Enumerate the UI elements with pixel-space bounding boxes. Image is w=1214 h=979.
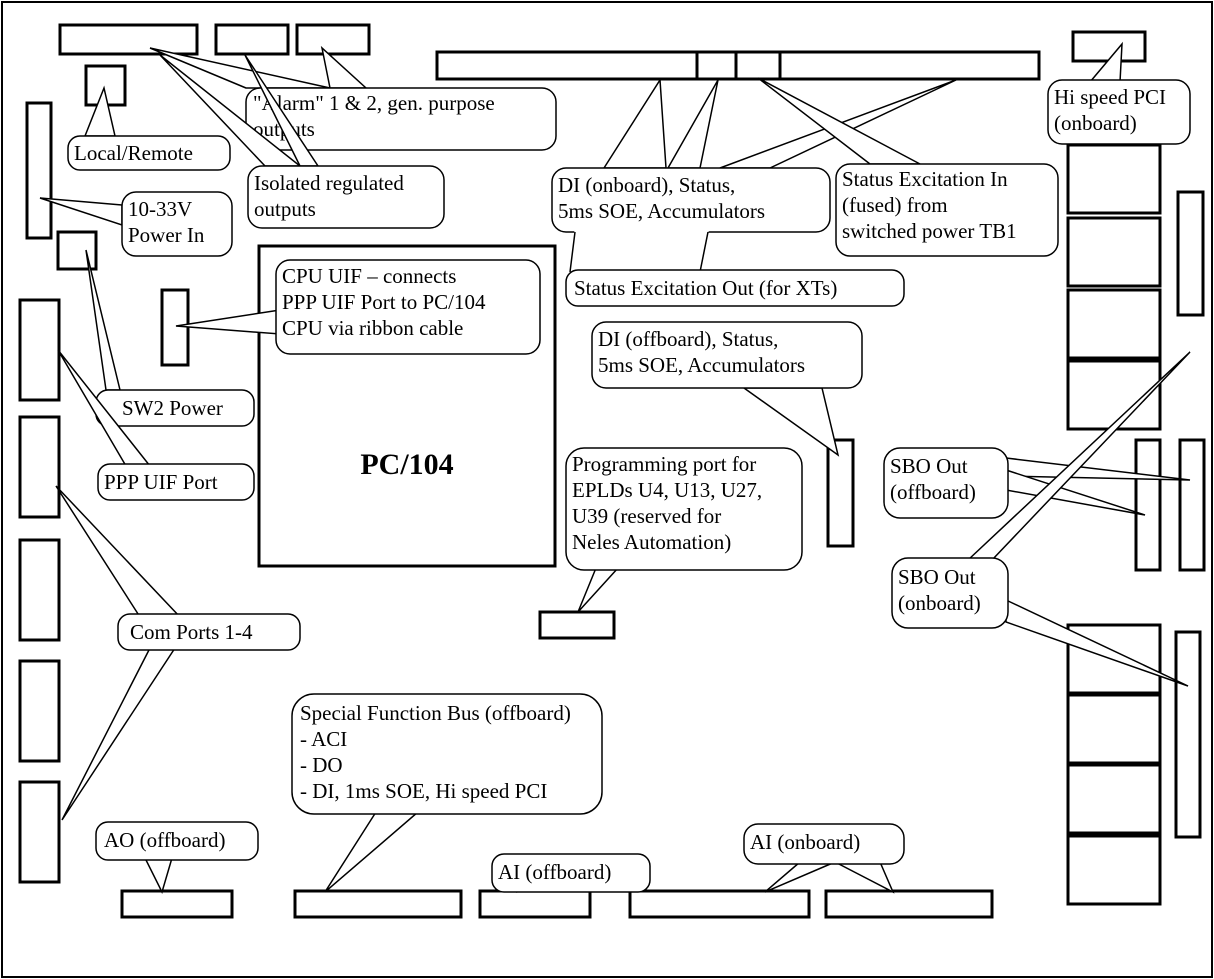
svg-text:Hi speed PCI(onboard): Hi speed PCI(onboard)	[1054, 85, 1166, 135]
relay-block-7	[1066, 763, 1162, 835]
callout-hi-speed-pci: Hi speed PCI(onboard)	[1047, 41, 1191, 145]
di-offboard-connector	[826, 438, 855, 548]
sbo-offboard-connector-1	[1134, 438, 1162, 572]
ai-offboard-connector	[478, 889, 592, 919]
svg-text:DI (offboard), Status,5ms SOE,: DI (offboard), Status,5ms SOE, Accumulat…	[598, 327, 805, 377]
svg-text:Special Function Bus (offboard: Special Function Bus (offboard)- ACI- DO…	[300, 701, 571, 803]
svg-text:Local/Remote: Local/Remote	[74, 141, 193, 165]
hi-speed-pci-connector	[1071, 30, 1147, 63]
svg-text:AI (onboard): AI (onboard)	[750, 830, 860, 854]
ao-offboard-connector	[120, 889, 234, 919]
callout-ai-offboard: AI (offboard)	[491, 853, 651, 893]
status-excitation-out-connector	[695, 50, 738, 81]
callout-ai-onboard: AI (onboard)	[743, 823, 905, 894]
sw2-power-switch	[56, 230, 98, 271]
pc104-label: PC/104	[360, 448, 453, 481]
com-port-3-connector	[18, 659, 61, 763]
relay-block-8	[1066, 834, 1162, 906]
svg-text:Status Excitation Out (for XTs: Status Excitation Out (for XTs)	[574, 276, 837, 300]
svg-text:PPP UIF Port: PPP UIF Port	[104, 470, 218, 494]
isolated-output-connector	[214, 23, 290, 56]
relay-header-lower	[1174, 630, 1202, 839]
callout-local-remote: Local/Remote	[67, 85, 231, 171]
cpu-uif-header	[160, 288, 190, 367]
svg-text:SBO Out(offboard): SBO Out(offboard)	[890, 454, 976, 504]
relay-block-2	[1066, 216, 1162, 288]
sbo-offboard-connector-2	[1178, 438, 1206, 572]
svg-text:SBO Out(onboard): SBO Out(onboard)	[898, 565, 981, 615]
relay-block-3	[1066, 288, 1162, 360]
relay-block-6	[1066, 693, 1162, 765]
callout-sw2-power: SW2 Power	[85, 249, 255, 427]
ppp-uif-port-connector	[18, 298, 61, 402]
special-function-bus-connector	[293, 889, 463, 919]
callout-ppp-uif-port: PPP UIF Port	[57, 349, 255, 501]
com-port-4-connector	[18, 780, 61, 884]
status-excitation-in-connector	[734, 50, 782, 81]
di-onboard-connector-right	[778, 50, 1041, 81]
svg-text:AI (offboard): AI (offboard)	[498, 860, 611, 884]
svg-text:SW2 Power: SW2 Power	[122, 396, 223, 420]
power-in-connector	[25, 101, 53, 240]
com-port-2-connector	[18, 538, 61, 642]
com-port-1-connector	[18, 415, 61, 519]
callout-di-offboard: DI (offboard), Status,5ms SOE, Accumulat…	[591, 321, 863, 457]
programming-port-connector	[538, 610, 616, 640]
svg-text:DI (onboard), Status,5ms SOE,: DI (onboard), Status,5ms SOE, Accumulato…	[558, 173, 765, 223]
svg-text:Com Ports 1-4: Com Ports 1-4	[130, 620, 253, 644]
callout-com-ports: Com Ports 1-4	[55, 485, 301, 821]
alarm-output-connector-1	[58, 23, 199, 56]
callout-special-function-bus: Special Function Bus (offboard)- ACI- DO…	[291, 693, 603, 893]
relay-header-upper	[1176, 190, 1205, 317]
ai-onboard-connector-2	[824, 889, 994, 919]
relay-block-1	[1066, 143, 1162, 215]
svg-text:Status Excitation In(fused) fr: Status Excitation In(fused) fromswitched…	[842, 167, 1017, 243]
callout-ao-offboard: AO (offboard)	[95, 821, 259, 895]
callout-status-excitation-out: Status Excitation Out (for XTs)	[565, 225, 905, 307]
callout-sbo-out-onboard: SBO Out(onboard)	[891, 351, 1191, 687]
alarm-output-connector-2	[295, 23, 371, 56]
di-onboard-connector-left	[435, 50, 699, 81]
svg-text:AO (offboard): AO (offboard)	[104, 828, 226, 852]
ai-onboard-connector-1	[628, 889, 811, 919]
callout-sbo-out-offboard: SBO Out(offboard)	[883, 447, 1191, 519]
